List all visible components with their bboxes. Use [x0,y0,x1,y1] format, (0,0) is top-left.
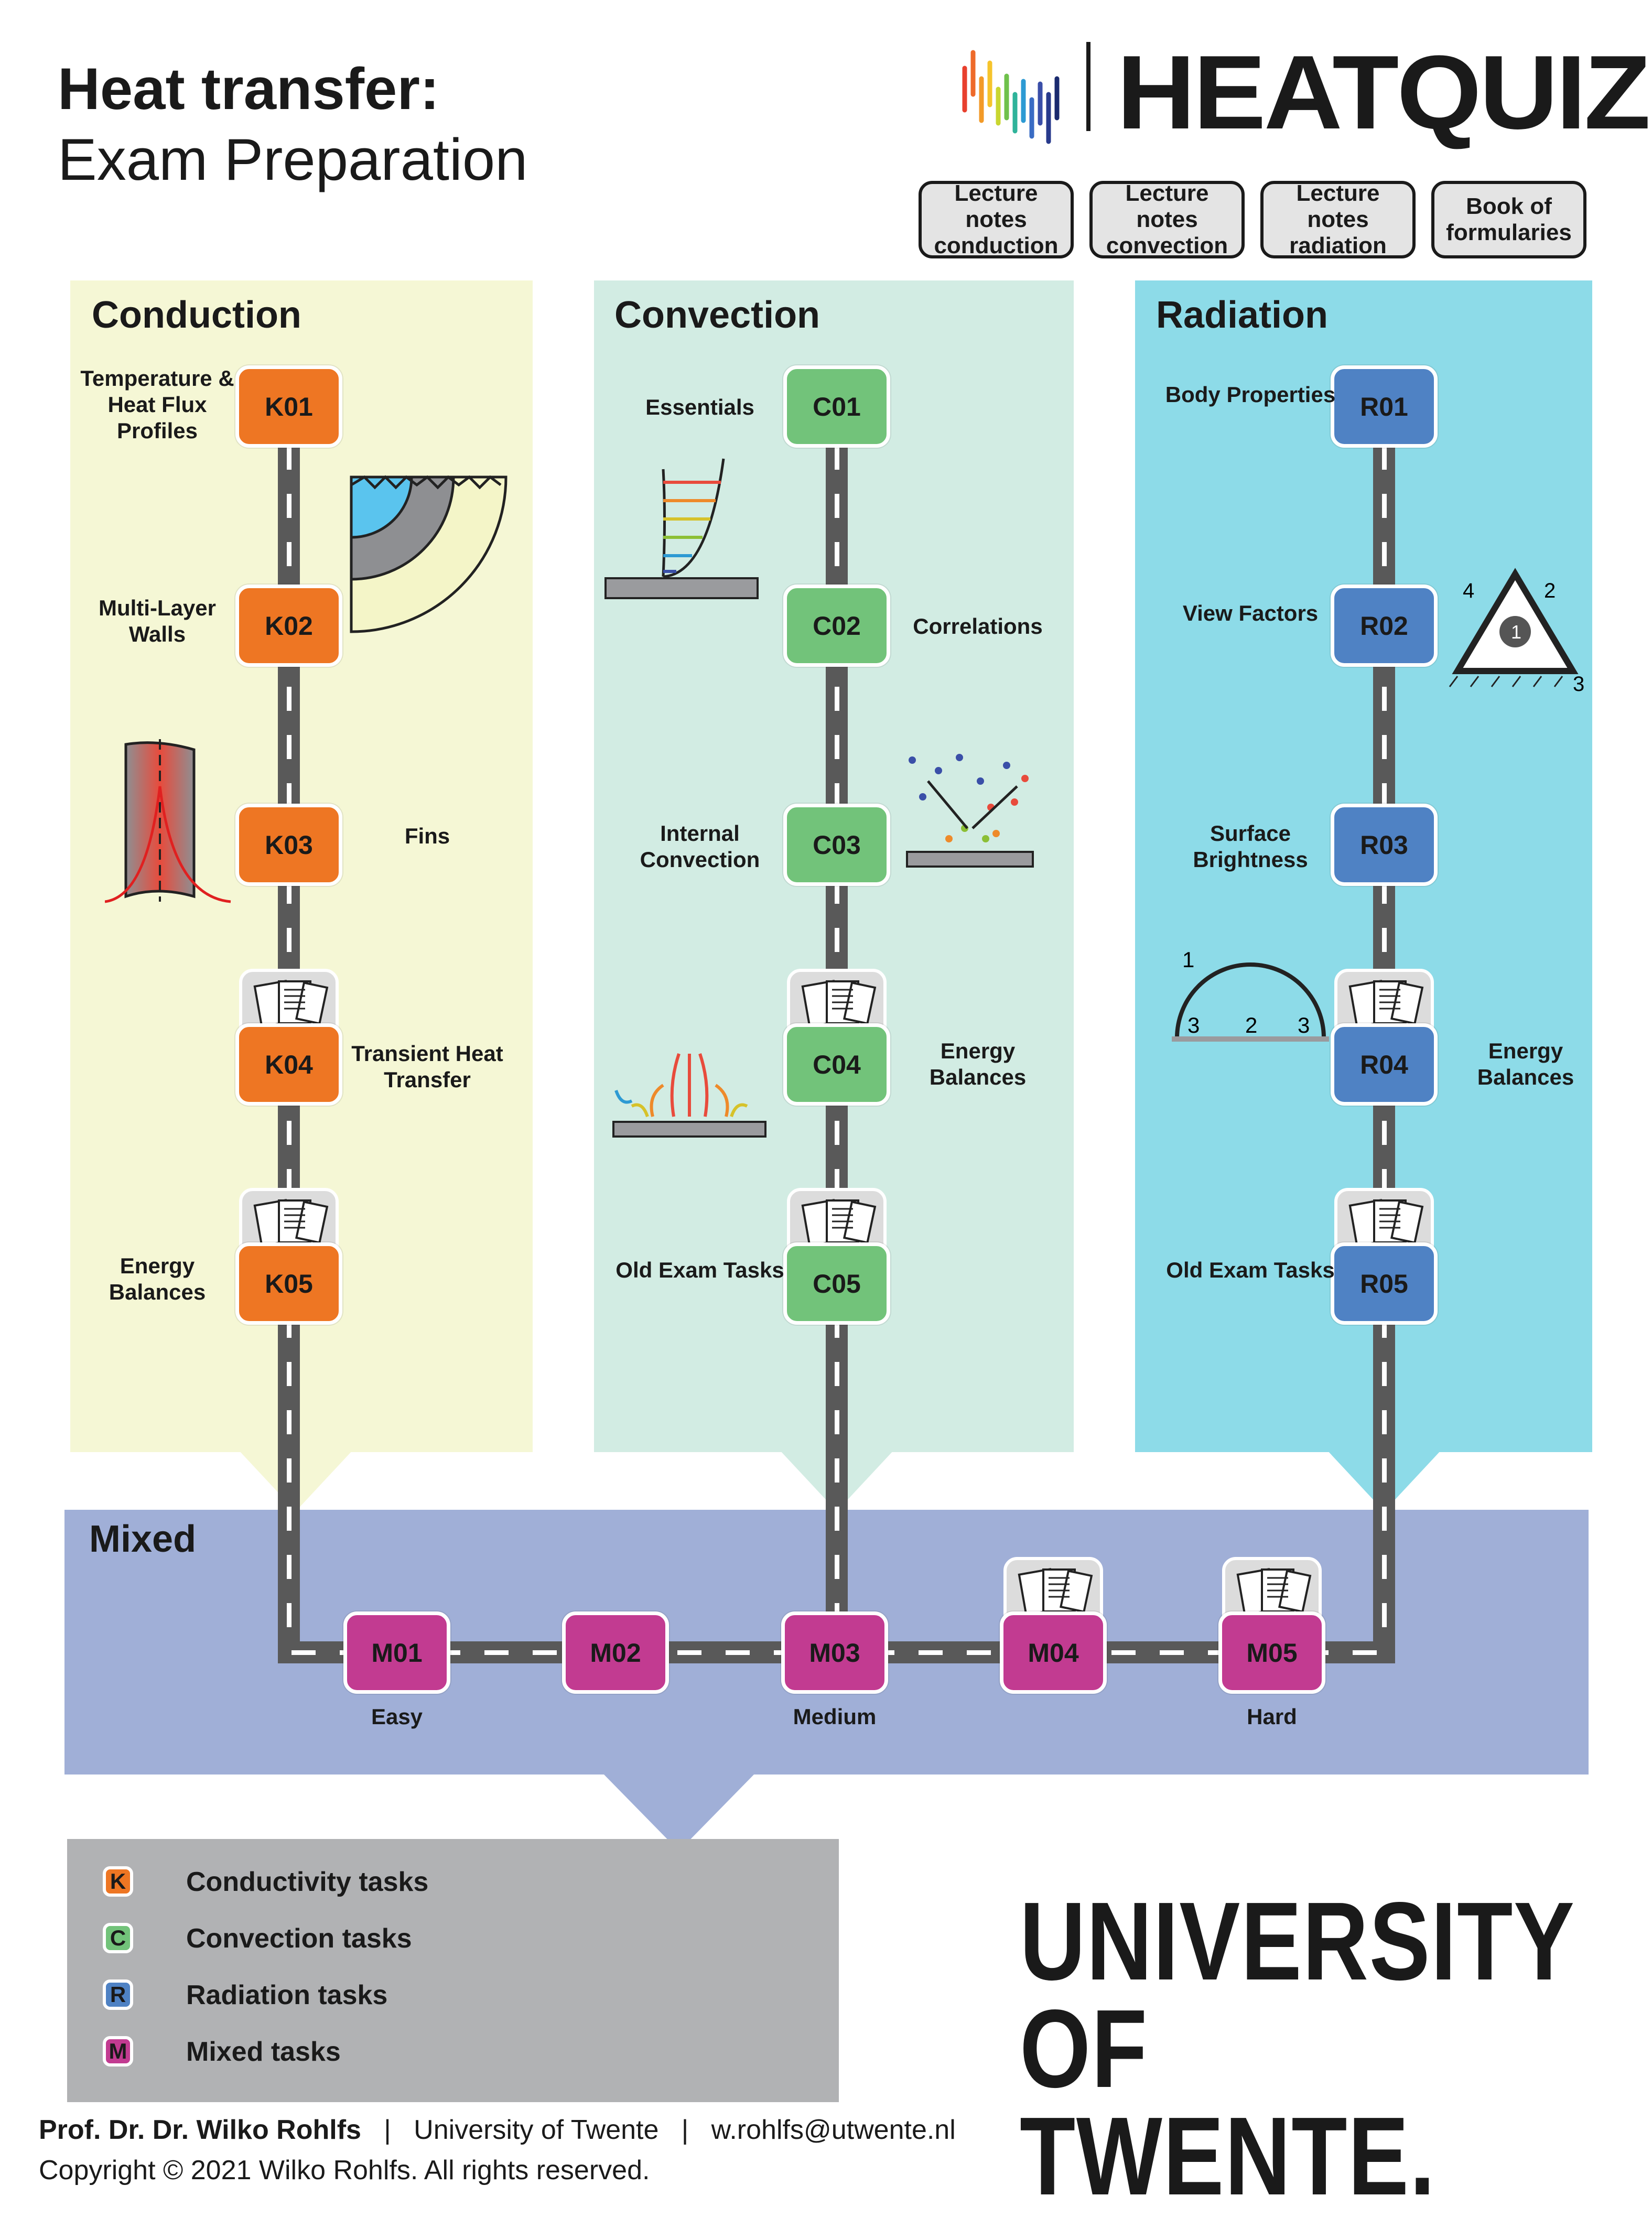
exam-papers-icon [239,1188,339,1251]
footer-credits: Prof. Dr. Dr. Wilko Rohlfs | University … [39,2114,956,2146]
task-r03[interactable]: R03 [1331,804,1438,886]
footer-institution: University of Twente [414,2115,659,2145]
footer-separator-1: | [384,2115,391,2145]
task-k03[interactable]: K03 [235,804,342,886]
task-c03-label: Internal Convection [640,821,760,872]
task-c01-label: Essentials [645,395,754,419]
mixed-panel-pointer [603,1773,755,1851]
task-c05[interactable]: C05 [783,1242,890,1325]
task-m04[interactable]: M04 [1000,1611,1107,1694]
task-k05[interactable]: K05 [235,1242,342,1325]
task-k03-label: Fins [404,824,450,848]
dome-number-3-right: 3 [1298,1013,1310,1037]
task-c05-label: Old Exam Tasks [616,1258,784,1282]
task-k04[interactable]: K04 [235,1023,342,1106]
footer-author: Prof. Dr. Dr. Wilko Rohlfs [39,2115,361,2145]
task-m01-label: Easy [371,1704,423,1729]
book-of-formularies-button[interactable]: Book of formularies [1431,181,1586,258]
heatquiz-logo-text: HEATQUIZ [1117,34,1651,151]
exam-papers-icon [1003,1557,1103,1620]
task-k02-label: Multi-Layer Walls [98,596,217,646]
convection-title: Convection [614,294,820,336]
task-k04-label: Transient Heat Transfer [351,1041,503,1092]
legend-label-convection: Convection tasks [186,1923,412,1954]
task-m05[interactable]: M05 [1218,1611,1325,1694]
view-factor-sketch: 1 2 3 4 [1449,568,1584,692]
exam-papers-icon [239,969,339,1032]
task-c02[interactable]: C02 [783,585,890,667]
view-factor-number-4: 4 [1463,579,1474,602]
dome-number-2: 2 [1245,1013,1257,1037]
exam-papers-icon [1222,1557,1322,1620]
task-k01[interactable]: K01 [235,365,342,448]
dome-number-1: 1 [1182,947,1194,972]
university-logo-line1: UNIVERSITY [1020,1879,1575,2003]
lecture-notes-convection-button[interactable]: Lecture notes convection [1089,180,1245,258]
boundary-layer-sketch [604,458,759,599]
logo-divider [1086,42,1090,131]
task-r01-label: Body Properties [1165,382,1336,407]
legend-badge-m: M [103,2036,133,2066]
legend-label-radiation: Radiation tasks [186,1980,388,2010]
page-title: Heat transfer: [58,56,440,122]
lecture-notes-conduction-button[interactable]: Lecture notes conduction [919,180,1074,258]
view-factor-number-2: 2 [1544,579,1556,602]
exam-papers-icon [787,969,887,1032]
task-m02[interactable]: M02 [562,1611,669,1694]
task-c04[interactable]: C04 [783,1023,890,1106]
lecture-notes-radiation-button[interactable]: Lecture notes radiation [1260,180,1416,258]
exam-papers-icon [1334,969,1434,1032]
task-c03[interactable]: C03 [783,804,890,886]
task-m03[interactable]: M03 [781,1611,888,1694]
task-r04-label: Energy Balances [1477,1038,1574,1089]
dome-number-3-left: 3 [1187,1013,1200,1037]
task-r04[interactable]: R04 [1331,1023,1438,1106]
heatquiz-logo-icon [962,50,1060,144]
fin-sketch [105,739,231,903]
natural-convection-sketch [612,1053,766,1138]
task-c04-label: Energy Balances [929,1038,1027,1089]
university-logo-line2: OF TWENTE. [1020,1986,1436,2218]
legend-badge-k: K [103,1866,133,1897]
task-m05-label: Hard [1247,1704,1297,1729]
legend-badge-r: R [103,1979,133,2010]
task-k02[interactable]: K02 [235,585,342,667]
legend-label-conductivity: Conductivity tasks [186,1867,429,1897]
task-k01-label: Temperature & Heat Flux Profiles [80,366,234,443]
task-m03-label: Medium [793,1704,877,1729]
footer-email[interactable]: w.rohlfs@utwente.nl [711,2115,956,2145]
task-r01[interactable]: R01 [1331,365,1438,448]
footer-copyright: Copyright © 2021 Wilko Rohlfs. All right… [39,2155,650,2185]
task-r02-label: View Factors [1182,601,1319,625]
page-subtitle: Exam Preparation [58,127,528,192]
radiation-title: Radiation [1156,294,1329,336]
footer-separator-2: | [681,2115,689,2145]
task-r05[interactable]: R05 [1331,1242,1438,1325]
multilayer-wall-sketch [350,475,508,633]
legend [67,1839,839,2102]
task-m01[interactable]: M01 [343,1611,450,1694]
legend-badge-c: C [103,1923,133,1953]
view-factor-number-1: 1 [1511,621,1521,643]
mixed-title: Mixed [89,1518,197,1560]
legend-label-mixed: Mixed tasks [186,2037,341,2067]
task-r03-label: Surface Brightness [1193,821,1308,872]
task-c02-label: Correlations [913,614,1043,639]
exam-papers-icon [1334,1188,1434,1251]
task-k05-label: Energy Balances [109,1253,206,1304]
exam-papers-icon [787,1188,887,1251]
task-r02[interactable]: R02 [1331,585,1438,667]
enclosure-dome-sketch: 1 2 3 3 [1172,947,1329,1042]
particles-sketch [906,754,1034,868]
task-r05-label: Old Exam Tasks [1166,1258,1335,1282]
view-factor-number-3: 3 [1573,673,1584,692]
task-c01[interactable]: C01 [783,365,890,448]
conduction-title: Conduction [92,294,301,336]
